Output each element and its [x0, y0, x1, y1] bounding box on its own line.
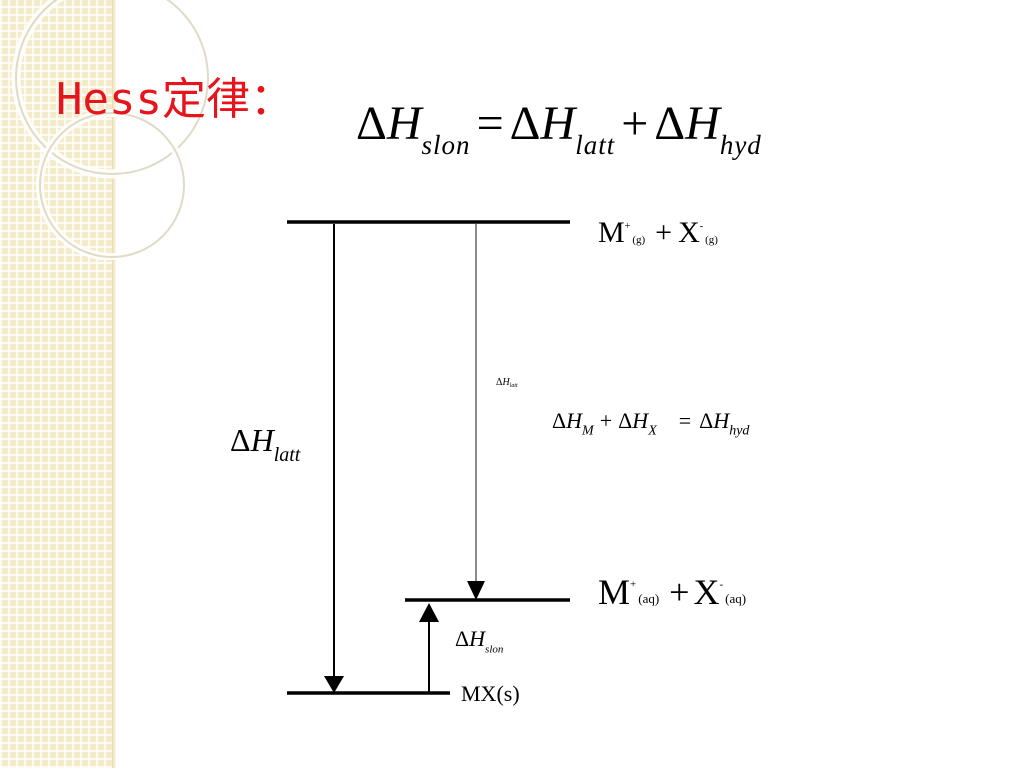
- enthalpy-symbol: H: [469, 626, 486, 651]
- anion-state: (g): [705, 234, 718, 247]
- cation-symbol: M: [598, 572, 631, 612]
- cation-symbol: M: [598, 216, 625, 249]
- cation-state: (aq): [638, 590, 660, 606]
- enthalpy-symbol: H: [632, 408, 649, 433]
- cation-state: (g): [632, 234, 646, 247]
- plus-sign: +: [621, 97, 649, 150]
- solution-enthalpy-label: ΔHslon: [455, 628, 503, 656]
- cation-charge: +: [630, 578, 637, 591]
- enthalpy-symbol: H: [713, 408, 730, 433]
- anion-symbol: X: [693, 572, 720, 612]
- subscript-latt: latt: [575, 129, 616, 160]
- enthalpy-symbol: H: [250, 422, 274, 458]
- enthalpy-symbol: H: [685, 97, 720, 150]
- delta-symbol: Δ: [356, 97, 387, 150]
- delta-symbol: Δ: [618, 408, 633, 433]
- gas-ions-label: M+(g)+X-(g): [598, 218, 718, 248]
- subscript-hyd: hyd: [719, 129, 762, 160]
- equals-sign: =: [476, 97, 504, 150]
- delta-symbol: Δ: [509, 97, 541, 150]
- hydration-equation: ΔHM+ΔHX=ΔHhyd: [552, 410, 749, 438]
- sidebar-edge: [112, 0, 116, 768]
- subscript-slon: slon: [485, 643, 504, 656]
- enthalpy-symbol: H: [386, 97, 422, 150]
- anion-symbol: X: [678, 216, 700, 249]
- slide-title: Hess定律：: [56, 74, 294, 125]
- plus-sign: +: [655, 216, 673, 249]
- delta-symbol: Δ: [455, 626, 470, 651]
- anion-state: (aq): [725, 590, 747, 606]
- plus-sign: +: [599, 408, 613, 433]
- enthalpy-symbol: H: [566, 408, 583, 433]
- enthalpy-symbol: H: [540, 97, 576, 150]
- solution-arrow-head: [419, 603, 439, 622]
- subscript-latt: latt: [273, 444, 301, 466]
- lattice-enthalpy-label: ΔHlatt: [230, 424, 300, 465]
- aqueous-ions-label: M+(aq)+X-(aq): [598, 574, 746, 610]
- enthalpy-symbol: H: [502, 377, 510, 388]
- cation-charge: +: [624, 221, 631, 232]
- subscript-slon: slon: [421, 129, 471, 160]
- main-equation: ΔHslon=ΔHlatt+ΔHhyd: [356, 100, 762, 159]
- anion-charge: -: [719, 578, 724, 591]
- lattice-gray-arrow-head: [467, 581, 485, 600]
- solid-compound-label: MX(s): [461, 681, 520, 706]
- lattice-enthalpy-small-label: ΔHlatt: [496, 378, 518, 389]
- subscript-x: X: [648, 423, 657, 439]
- delta-symbol: Δ: [230, 422, 251, 458]
- delta-symbol: Δ: [654, 97, 686, 150]
- subscript-hyd: hyd: [729, 423, 750, 439]
- delta-symbol: Δ: [699, 408, 714, 433]
- subscript-m: M: [582, 423, 594, 439]
- lattice-arrow-head: [324, 676, 344, 693]
- anion-charge: -: [699, 221, 704, 232]
- delta-symbol: Δ: [496, 377, 503, 388]
- plus-sign: +: [669, 572, 690, 612]
- subscript-latt: latt: [509, 382, 518, 389]
- equals-sign: =: [678, 408, 692, 433]
- delta-symbol: Δ: [552, 408, 567, 433]
